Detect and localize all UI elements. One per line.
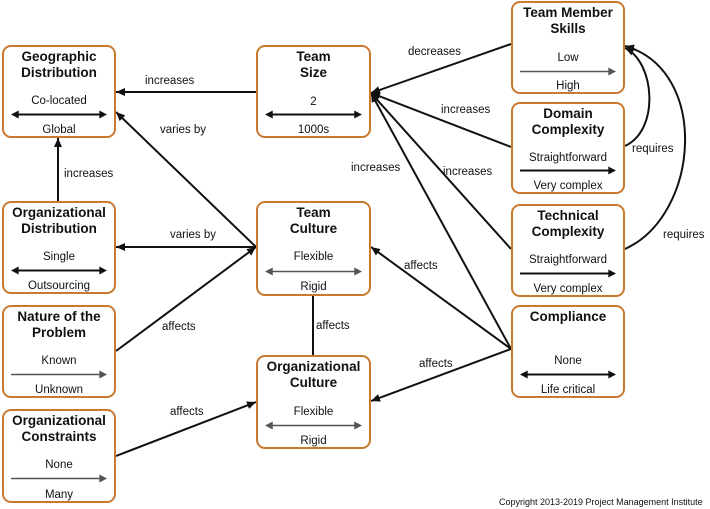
edge-label-increases-compliance: increases (351, 162, 401, 174)
scale-low-label: Flexible (293, 251, 334, 263)
node-title: Organizational Distribution (12, 205, 106, 236)
edge-label-increases-domain: increases (441, 104, 491, 116)
edge-label-varies-by-org: varies by (170, 229, 217, 241)
scale-low-label: Known (41, 355, 77, 367)
edge-skills-teamsize (370, 43, 512, 94)
node-team-member-skills: Team Member Skills Low High (511, 1, 625, 94)
node-title: Organizational Constraints (12, 413, 106, 444)
edge-label-affects-constraints: affects (170, 406, 204, 418)
node-compliance: Compliance None Life critical (511, 305, 625, 398)
scale-high-label: Rigid (300, 281, 327, 293)
scale-arrow (520, 67, 616, 76)
node-title: Team Member Skills (523, 5, 613, 36)
edge-nature-teamculture (115, 246, 257, 352)
edge-label-increases-technical: increases (443, 166, 493, 178)
scale-arrow (520, 269, 616, 278)
scale-high-label: Global (42, 124, 76, 136)
scale-high-label: Very complex (533, 283, 603, 295)
scale-high-label: Rigid (300, 435, 327, 447)
node-team-size: Team Size 2 1000s (256, 45, 371, 138)
node-title: Domain Complexity (531, 106, 605, 137)
edge-label-affects-nature: affects (162, 321, 196, 333)
node-geographic-distribution: Geographic Distribution Co-located Globa… (2, 45, 116, 138)
edge-label-requires-domain: requires (632, 143, 674, 155)
edge-domain-teamsize (370, 92, 512, 148)
node-organizational-culture: Organizational Culture Flexible Rigid (256, 355, 371, 449)
node-nature-of-the-problem: Nature of the Problem Known Unknown (2, 305, 116, 398)
scale-low-label: None (554, 355, 582, 367)
node-organizational-distribution: Organizational Distribution Single Outso… (2, 201, 116, 294)
scale-high-label: Very complex (533, 180, 603, 192)
node-domain-complexity: Domain Complexity Straightforward Very c… (511, 102, 625, 194)
edge-label-affects-team-org: affects (316, 320, 350, 332)
node-title: Geographic Distribution (21, 49, 97, 80)
scale-arrow (11, 110, 107, 119)
scale-high-label: High (556, 80, 580, 92)
scale-arrow (520, 370, 616, 379)
copyright-notice: Copyright 2013-2019 Project Management I… (499, 497, 703, 507)
scale-high-label: Outsourcing (27, 280, 90, 292)
edge-domain-skills (624, 47, 651, 147)
scale-low-label: Co-located (31, 95, 87, 107)
scale-arrow (11, 266, 107, 275)
scale-low-label: None (45, 459, 73, 471)
edge-technical-skills (624, 44, 686, 250)
node-title: Team Size (296, 49, 331, 80)
node-title: Team Culture (289, 205, 338, 236)
edge-label-affects-compliance-org: affects (419, 358, 453, 370)
edge-label-affects-compliance-team: affects (404, 260, 438, 272)
edge-label-increases-geo: increases (145, 75, 195, 87)
edge-compliance-orgculture (370, 348, 512, 402)
scale-high-label: Unknown (35, 384, 83, 396)
scale-low-label: Single (43, 251, 75, 263)
scale-arrow (520, 166, 616, 175)
node-title: Organizational Culture (266, 359, 361, 390)
edge-label-increases-org: increases (64, 168, 114, 180)
scale-low-label: Flexible (293, 406, 334, 418)
scale-arrow (265, 421, 362, 430)
edge-technical-teamsize (370, 92, 512, 250)
node-title: Technical Complexity (531, 208, 605, 239)
node-title: Nature of the Problem (17, 309, 101, 340)
node-technical-complexity: Technical Complexity Straightforward Ver… (511, 204, 625, 297)
edge-label-varies-by-geo: varies by (160, 124, 207, 136)
edge-constraints-orgculture (115, 401, 257, 457)
scale-low-label: Low (557, 52, 579, 64)
scale-arrow (265, 110, 362, 119)
edge-label-decreases: decreases (408, 46, 462, 58)
scale-arrow (11, 370, 107, 379)
edge-compliance-teamculture (370, 246, 512, 350)
scale-low-label: Straightforward (529, 152, 607, 164)
scale-high-label: Life critical (540, 384, 596, 396)
node-title: Compliance (529, 309, 607, 324)
scale-high-label: 1000s (297, 124, 330, 136)
edge-teamculture-geo (115, 111, 257, 248)
scale-low-label: Straightforward (529, 254, 607, 266)
scale-high-label: Many (44, 489, 74, 501)
node-organizational-constraints: Organizational Constraints None Many (2, 409, 116, 503)
scale-arrow (265, 267, 362, 276)
node-team-culture: Team Culture Flexible Rigid (256, 201, 371, 296)
scale-arrow (11, 474, 107, 483)
scale-low-label: 2 (310, 96, 317, 108)
edge-compliance-teamsize (370, 92, 512, 350)
edge-label-requires-technical: requires (663, 229, 705, 241)
